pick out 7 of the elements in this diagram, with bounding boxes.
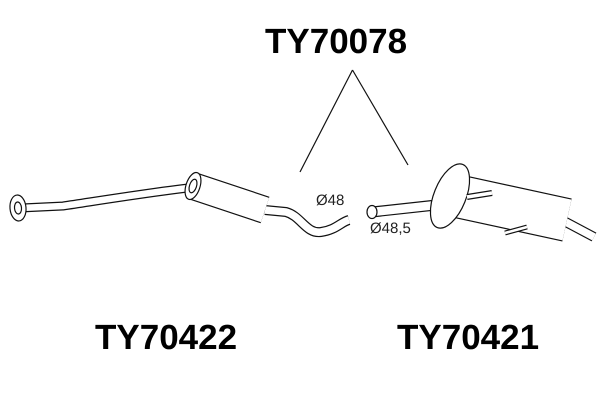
- part-number: TY70078: [265, 22, 408, 61]
- part-number: TY70421: [397, 318, 540, 358]
- leader-line: [352, 70, 409, 166]
- diameter-label: Ø48,5: [370, 220, 411, 237]
- leader-line: [299, 70, 354, 172]
- diameter-label: Ø48: [316, 192, 344, 209]
- part-number: TY70422: [95, 318, 238, 358]
